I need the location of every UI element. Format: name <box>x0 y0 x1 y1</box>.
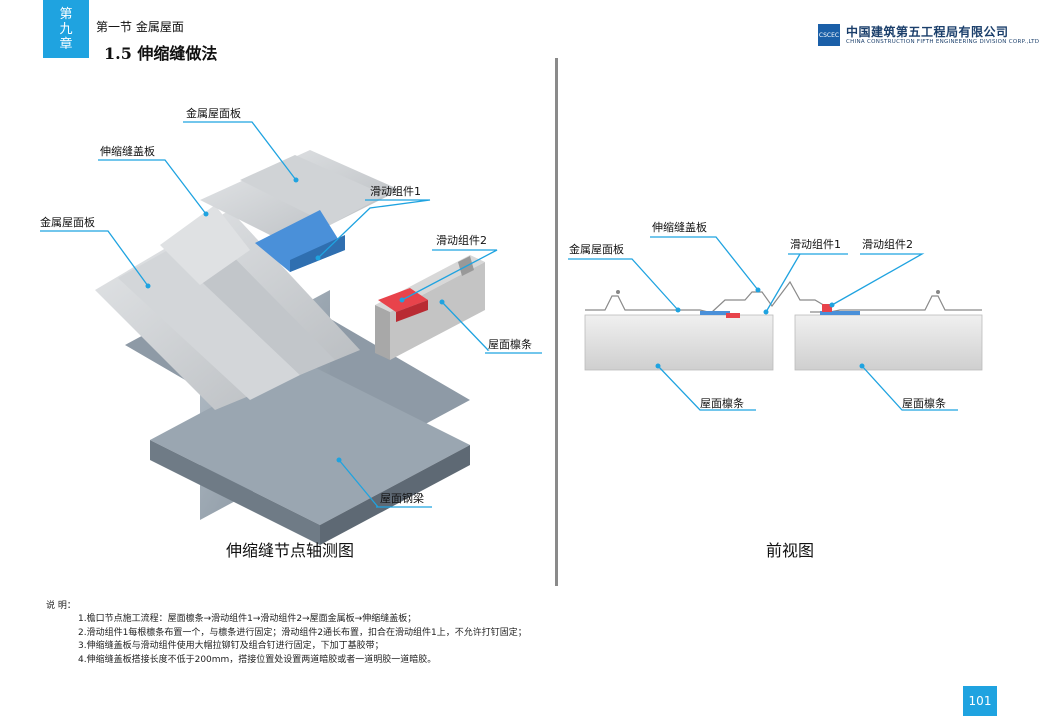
fastener <box>616 290 620 294</box>
section-title: 第一节 金属屋面 <box>96 20 184 34</box>
leader-dot <box>675 307 681 313</box>
roof-panel-top <box>240 155 385 225</box>
expansion-cover <box>160 205 250 285</box>
right-leader-dots <box>655 287 865 369</box>
fastener <box>936 290 940 294</box>
leader-line <box>441 301 490 351</box>
label-front-slide1: 滑动组件1 <box>790 237 841 251</box>
leader-dot <box>145 283 151 289</box>
right-caption: 前视图 <box>766 541 815 560</box>
chapter-char: 章 <box>59 36 73 52</box>
leader-line <box>657 365 756 411</box>
front-view-diagram <box>584 280 983 371</box>
left-leader-dots <box>145 177 445 463</box>
left-caption: 伸缩缝节点轴测图 <box>226 541 355 560</box>
roof-panel-rib <box>118 250 300 400</box>
leader-dot <box>293 177 299 183</box>
leader-line <box>338 459 379 508</box>
sliding-component-2 <box>396 300 428 322</box>
label-cover: 伸缩缝盖板 <box>100 144 155 158</box>
steel-beam-face <box>320 445 470 545</box>
left-leaders <box>40 121 542 508</box>
leader-line <box>317 199 431 259</box>
page-number: 101 <box>963 686 997 716</box>
company-name-cn: 中国建筑第五工程局有限公司 <box>846 25 1009 39</box>
notes-label: 说 明： <box>46 601 76 611</box>
chapter-tab: 第 九 章 <box>43 0 89 58</box>
notes-list: 1.檐口节点施工流程：屋面檩条→滑动组件1→滑动组件2→屋面金属板→伸缩缝盖板；… <box>78 613 527 667</box>
leader-line <box>765 253 848 313</box>
leader-line <box>40 230 149 287</box>
leader-line <box>401 249 498 301</box>
logo-text: CSCEC <box>818 31 840 39</box>
note-item: 4.伸缩缝盖板搭接长度不低于200mm，搭接位置处设置两道暗胶或者一道明胶一道暗… <box>78 654 437 665</box>
note-item: 1.檐口节点施工流程：屋面檩条→滑动组件1→滑动组件2→屋面金属板→伸缩缝盖板； <box>78 614 417 624</box>
axonometric-diagram <box>95 150 485 545</box>
note-item: 2.滑动组件1每根檩条布置一个，与檩条进行固定；滑动组件2通长布置，扣合在滑动组… <box>78 627 527 638</box>
leader-dot <box>399 297 405 303</box>
leader-dot <box>859 363 865 369</box>
leader-line <box>650 236 759 291</box>
chapter-char: 九 <box>59 21 73 37</box>
panel-profile-left <box>585 295 730 313</box>
leader-line <box>831 253 925 306</box>
leader-line <box>861 365 958 411</box>
sliding-component-1 <box>290 235 345 272</box>
leader-dot <box>829 302 835 308</box>
sliding-component-1 <box>700 311 730 315</box>
label-beam: 屋面钢梁 <box>380 491 424 505</box>
note-item: 3.伸缩缝盖板与滑动组件使用大帽拉铆钉及组合钉进行固定，下加丁基胶带； <box>78 641 384 651</box>
leader-dot <box>315 255 321 261</box>
purlin-right <box>794 314 983 371</box>
purlin <box>375 305 390 360</box>
label-front-cover: 伸缩缝盖板 <box>652 220 707 234</box>
label-purlin: 屋面檩条 <box>488 337 532 351</box>
leader-line <box>98 159 207 215</box>
label-front-panel: 金属屋面板 <box>569 242 624 256</box>
label-panel-top: 金属屋面板 <box>186 106 241 120</box>
leader-dot <box>763 309 769 315</box>
label-slide2: 滑动组件2 <box>436 233 487 247</box>
leader-dot <box>203 211 209 217</box>
leader-line <box>568 258 679 311</box>
label-front-slide2: 滑动组件2 <box>862 237 913 251</box>
steel-beam-face <box>150 440 320 545</box>
sliding-component-1 <box>820 311 860 315</box>
label-front-purlin-right: 屋面檩条 <box>902 396 946 410</box>
leader-dot <box>655 363 661 369</box>
company-name-en: CHINA CONSTRUCTION FIFTH ENGINEERING DIV… <box>846 39 1040 45</box>
leader-dot <box>755 287 761 293</box>
purlin <box>390 262 485 360</box>
sliding-component-2 <box>726 313 740 318</box>
subsection-title: 1.5 伸缩缝做法 <box>104 44 218 63</box>
chapter-char: 第 <box>59 6 73 22</box>
company-logo: CSCEC <box>818 24 840 46</box>
purlin-left <box>584 314 774 371</box>
label-front-purlin-left: 屋面檩条 <box>700 396 744 410</box>
vertical-divider <box>555 58 558 586</box>
right-leaders <box>568 236 958 411</box>
panel-profile-right <box>810 295 982 313</box>
leader-dot <box>439 299 445 305</box>
label-panel-left: 金属屋面板 <box>40 215 95 229</box>
leader-dot <box>336 457 342 463</box>
expansion-cover <box>711 280 833 313</box>
label-slide1: 滑动组件1 <box>370 184 421 198</box>
leader-line <box>183 121 297 181</box>
sliding-component-2 <box>822 304 832 312</box>
